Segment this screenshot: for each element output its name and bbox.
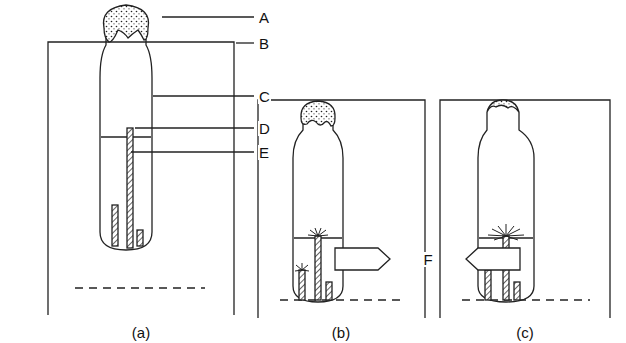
part-letter: D [258, 121, 271, 136]
panel-label: (a) [131, 325, 151, 340]
part-letter: C [258, 89, 271, 104]
part-letter: F [422, 252, 433, 267]
panel-label: (b) [331, 325, 351, 340]
panel-label: (c) [515, 325, 535, 340]
part-letter: E [258, 145, 270, 160]
part-letter: B [258, 36, 270, 51]
part-letter: A [258, 10, 270, 25]
